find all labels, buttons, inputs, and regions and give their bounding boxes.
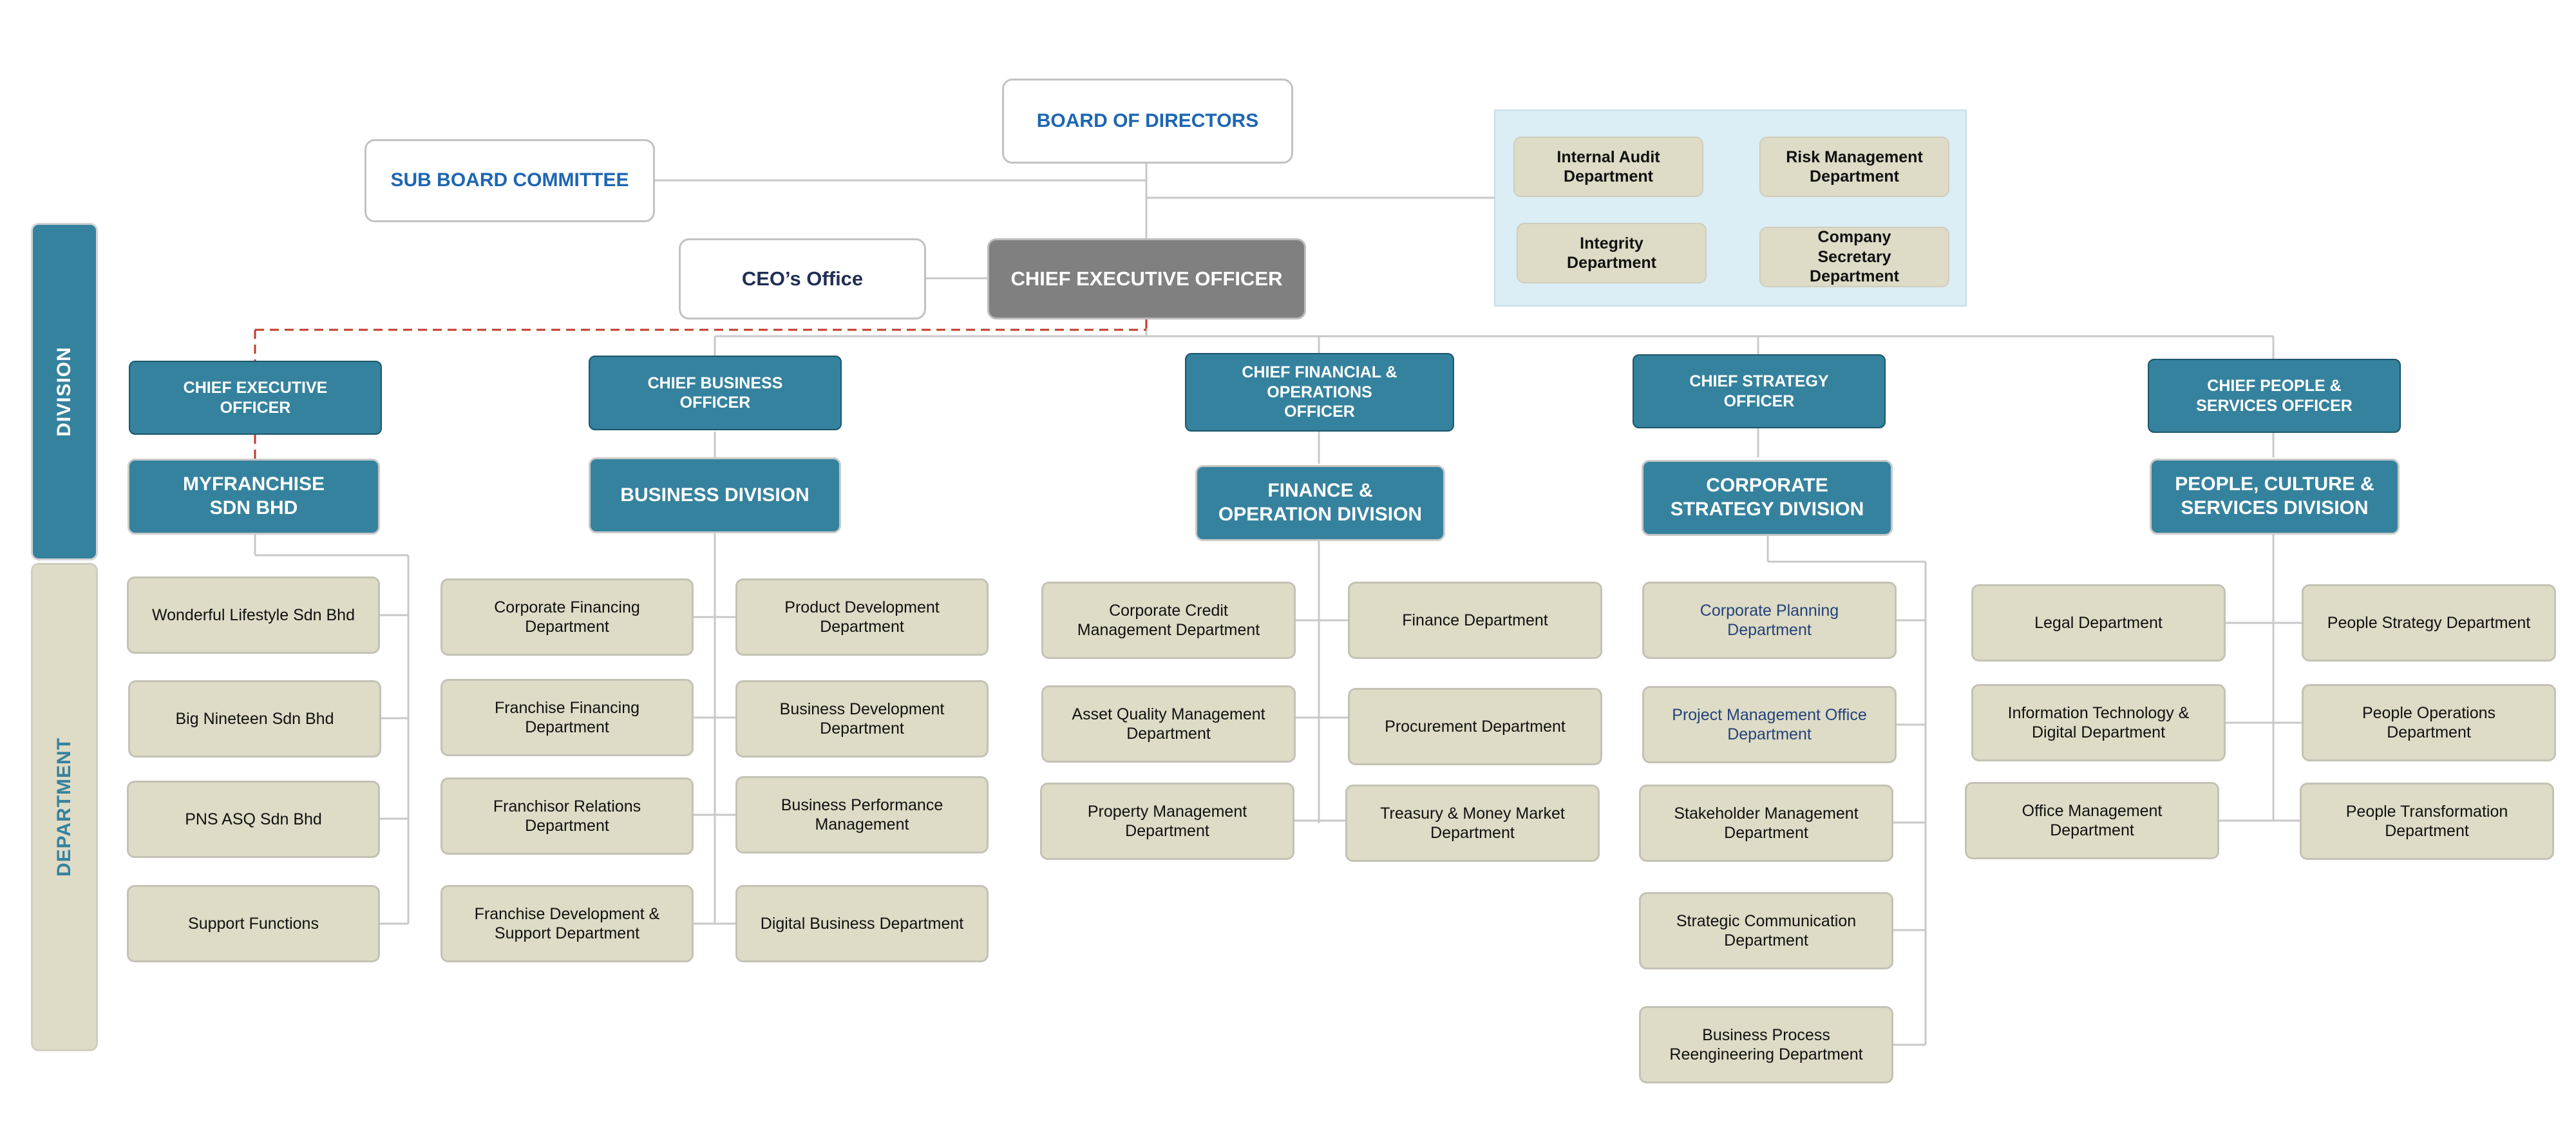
dept-people-operations: People Operations Department [2302,684,2556,761]
dept-office-management: Office Management Department [1965,782,2219,859]
dept-project-management: Project Management Office Department [1642,686,1897,763]
dept-franchisor-relations: Franchisor Relations Department [440,777,694,855]
dept-product-development: Product Development Department [735,578,989,656]
integrity-box: Integrity Department [1517,223,1707,283]
dept-procurement: Procurement Department [1348,688,1602,765]
dept-support-functions: Support Functions [127,885,380,962]
division-box-corporate-strategy: CORPORATE STRATEGY DIVISION [1642,460,1893,536]
dept-property-management: Property Management Department [1040,783,1294,860]
dept-asset-quality: Asset Quality Management Department [1041,685,1296,763]
division-side-text: DIVISION [53,347,75,437]
division-box-finance: FINANCE & OPERATION DIVISION [1195,465,1445,541]
dept-wonderful-lifestyle: Wonderful Lifestyle Sdn Bhd [127,576,380,654]
dept-corporate-financing: Corporate Financing Department [440,578,694,656]
risk-management-box: Risk Management Department [1759,137,1949,197]
department-side-text: DEPARTMENT [53,737,75,877]
officer-box-cfoo: CHIEF FINANCIAL & OPERATIONS OFFICER [1185,353,1454,432]
chief-executive-officer-box: CHIEF EXECUTIVE OFFICER [987,238,1306,319]
dept-people-strategy: People Strategy Department [2302,584,2556,662]
dept-corporate-planning: Corporate Planning Department [1642,582,1897,659]
dept-corporate-credit: Corporate Credit Management Department [1041,582,1296,659]
division-box-people-culture: PEOPLE, CULTURE & SERVICES DIVISION [2150,459,2400,535]
dept-franchise-development: Franchise Development & Support Departme… [440,885,694,962]
officer-box-cso: CHIEF STRATEGY OFFICER [1633,354,1886,428]
dept-treasury: Treasury & Money Market Department [1345,785,1600,862]
dept-business-development: Business Development Department [735,680,989,757]
division-box-business: BUSINESS DIVISION [589,457,841,533]
board-of-directors-box: BOARD OF DIRECTORS [1002,79,1293,164]
sub-board-committee-box: SUB BOARD COMMITTEE [365,139,655,222]
dept-big-nineteen: Big Nineteen Sdn Bhd [128,680,381,757]
dept-pns-asq: PNS ASQ Sdn Bhd [127,781,380,858]
officer-box-cpso: CHIEF PEOPLE & SERVICES OFFICER [2148,359,2401,433]
dept-franchise-financing: Franchise Financing Department [440,679,694,756]
internal-audit-box: Internal Audit Department [1513,137,1703,197]
dept-digital-business: Digital Business Department [735,885,989,962]
department-side-label: DEPARTMENT [31,563,98,1051]
officer-box-ceo: CHIEF EXECUTIVE OFFICER [129,361,382,435]
company-secretary-box: Company Secretary Department [1759,227,1949,287]
dept-strategic-communication: Strategic Communication Department [1639,892,1893,969]
dept-people-transformation: People Transformation Department [2300,783,2554,860]
officer-box-cbo: CHIEF BUSINESS OFFICER [589,356,842,430]
dept-legal: Legal Department [1971,584,2226,662]
dept-information-technology: Information Technology & Digital Departm… [1971,684,2226,761]
division-side-label: DIVISION [31,223,98,560]
dept-stakeholder-management: Stakeholder Management Department [1639,785,1893,862]
division-box-myfranchise: MYFRANCHISE SDN BHD [128,459,380,535]
dept-business-process: Business Process Reengineering Departmen… [1639,1006,1893,1083]
dept-business-performance: Business Performance Management [735,776,989,853]
dept-finance: Finance Department [1348,582,1602,659]
ceo-office-box: CEO’s Office [679,238,926,319]
